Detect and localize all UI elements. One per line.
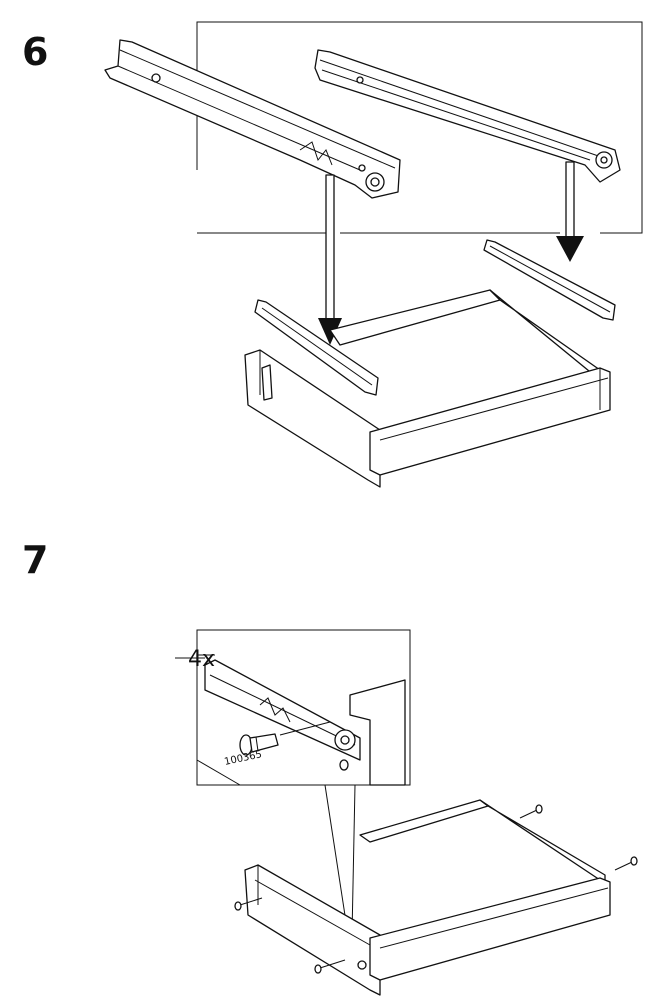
drawer-box-step7: [244, 799, 611, 996]
step-number-7: 7: [22, 538, 49, 582]
quantity-label: 4x: [188, 647, 215, 672]
rail-bracket-right: [483, 239, 616, 321]
part-number-label: 100365: [223, 749, 263, 768]
step-number-6: 6: [22, 30, 49, 74]
screws-step7: [234, 804, 638, 974]
screw-icon: [239, 733, 279, 756]
rail-bracket-left: [254, 299, 379, 396]
arrow-down-left: [318, 174, 342, 345]
detail-inset-step7: [175, 629, 411, 786]
drawer-rail-left: [104, 39, 401, 199]
drawer-rail-right: [314, 49, 621, 183]
arrow-down-right: [556, 161, 584, 262]
drawer-box-step6: [244, 289, 611, 488]
